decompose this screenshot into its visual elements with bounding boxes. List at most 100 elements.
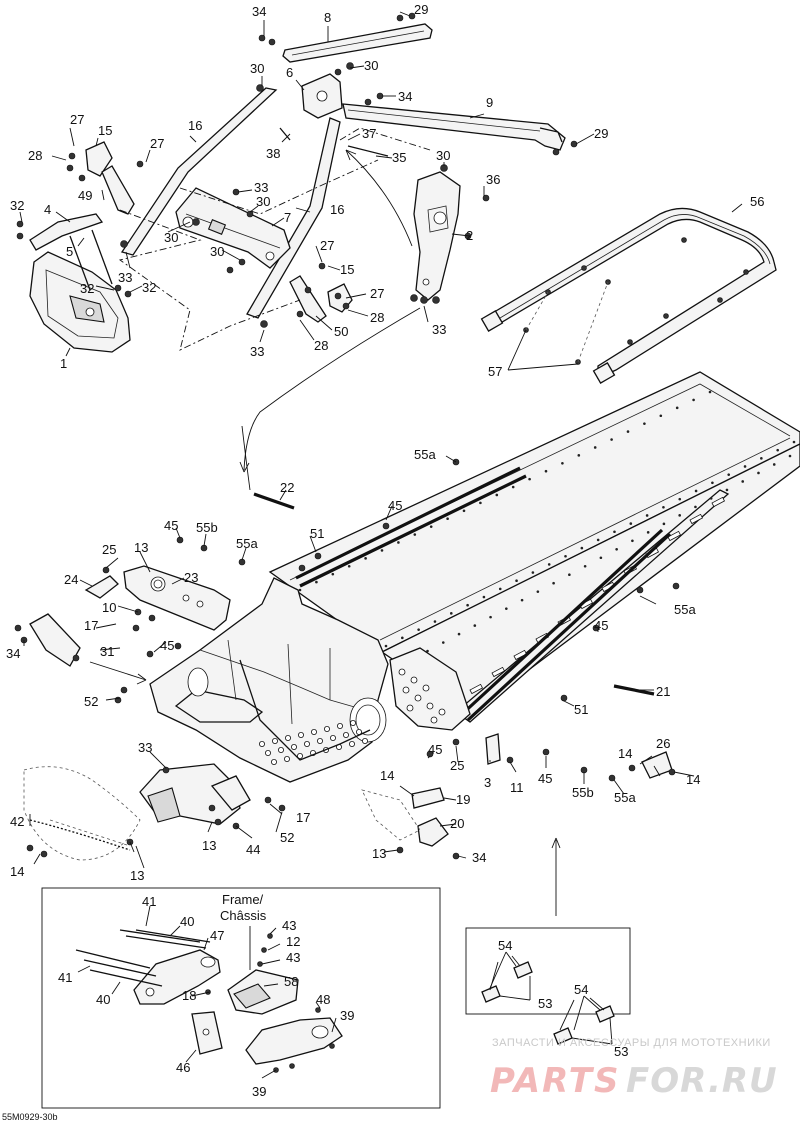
- rivet: [631, 539, 634, 543]
- rivet: [645, 514, 649, 517]
- rivet: [331, 572, 335, 576]
- callout: 27: [370, 286, 384, 301]
- belly-pan-hole: [310, 729, 317, 736]
- callout: 45: [388, 498, 402, 513]
- callout: 45: [160, 638, 174, 653]
- rivet: [580, 546, 584, 550]
- callout: 51: [574, 702, 588, 717]
- callout: 1: [60, 356, 67, 371]
- callout: 55b: [572, 785, 594, 800]
- callout: 13: [202, 838, 216, 853]
- clip-parts: [481, 955, 615, 1045]
- callout: 20: [450, 816, 464, 831]
- rivet: [615, 547, 618, 551]
- callout: 54: [574, 982, 588, 997]
- callout: 56: [750, 194, 764, 209]
- rivet: [662, 522, 666, 526]
- callout: 30: [256, 194, 270, 209]
- steering-support-assembly: [16, 12, 578, 353]
- callout: 53: [614, 1044, 628, 1059]
- callout-labels: 34 8 29 30 6 30 34 9 16 37 29 27 15 27 3…: [6, 2, 764, 1099]
- callout: 55a: [414, 447, 436, 462]
- rivet: [610, 438, 613, 441]
- callout: 52: [84, 694, 98, 709]
- rivet: [531, 571, 535, 574]
- rivet: [482, 595, 486, 599]
- rivet: [662, 505, 665, 509]
- part-20-bracket: [417, 817, 449, 847]
- rivet: [528, 477, 531, 481]
- part-ramp: [361, 789, 421, 841]
- part-15-left-plate: [85, 141, 113, 177]
- callout: 45: [594, 618, 608, 633]
- callout: 14: [10, 864, 24, 879]
- callout: 28: [28, 148, 42, 163]
- belly-pan-hole: [296, 753, 303, 760]
- rivet: [599, 556, 603, 560]
- leader-lines: [19, 11, 743, 1079]
- belly-pan-hole: [336, 723, 343, 730]
- callout: 15: [340, 262, 354, 277]
- callout: 36: [486, 172, 500, 187]
- rivet: [561, 461, 564, 465]
- callout: 27: [320, 238, 334, 253]
- belly-pan-hole: [323, 726, 330, 733]
- callout: 9: [486, 95, 493, 110]
- rivet: [429, 525, 433, 528]
- callout: 18: [182, 988, 196, 1003]
- watermark-brand-b: FOR.RU: [626, 1061, 778, 1101]
- callout: 41: [142, 894, 156, 909]
- rivet: [449, 612, 453, 615]
- callout: 31: [100, 644, 114, 659]
- tunnel-cutout: [513, 649, 528, 661]
- belly-pan-hole: [297, 732, 304, 739]
- callout: 30: [164, 230, 178, 245]
- belly-pan-hole: [303, 741, 310, 748]
- part-23-bracket: [123, 565, 231, 631]
- part-16-left-tube: [120, 87, 278, 256]
- drawing-reference: 55M0929-30b: [2, 1112, 58, 1122]
- detail-box-frame-rear: [41, 887, 441, 1109]
- callout: 30: [250, 61, 264, 76]
- callout: 25: [450, 758, 464, 773]
- callout: 33: [118, 270, 132, 285]
- rivet: [511, 485, 515, 489]
- callout: 35: [392, 150, 406, 165]
- belly-pan-hole: [271, 738, 278, 745]
- callout: 54: [498, 938, 512, 953]
- rivet: [315, 580, 318, 584]
- callout: 55a: [614, 790, 636, 805]
- callout: 29: [414, 2, 428, 17]
- part-16-right-tube: [246, 117, 341, 319]
- belly-pan-hole: [290, 744, 297, 751]
- callout: 33: [254, 180, 268, 195]
- callout: 28: [314, 338, 328, 353]
- tunnel-cutout: [491, 666, 506, 678]
- rivet: [457, 632, 461, 636]
- callout: 4: [44, 202, 51, 217]
- rivet: [741, 480, 745, 483]
- callout: 14: [618, 746, 632, 761]
- rivet: [643, 422, 646, 425]
- callout: 8: [324, 10, 331, 25]
- rivet: [489, 615, 492, 619]
- part-7-crossmember: [175, 187, 291, 269]
- callout: 16: [330, 202, 344, 217]
- callout: 32: [10, 198, 24, 213]
- rivet: [564, 554, 567, 558]
- rivet: [397, 541, 400, 544]
- callout: 52: [280, 830, 294, 845]
- belly-pan-hole: [277, 747, 284, 754]
- callout: 38: [266, 146, 280, 161]
- rivet: [384, 644, 388, 648]
- rivet: [626, 430, 630, 433]
- callout: 16: [188, 118, 202, 133]
- rivet: [709, 497, 713, 500]
- callout: 24: [64, 572, 78, 587]
- rivet: [515, 579, 518, 583]
- belly-pan-hole: [283, 756, 290, 763]
- belly-pan-hole: [270, 759, 277, 766]
- rivet: [520, 598, 524, 602]
- rivet: [498, 587, 502, 591]
